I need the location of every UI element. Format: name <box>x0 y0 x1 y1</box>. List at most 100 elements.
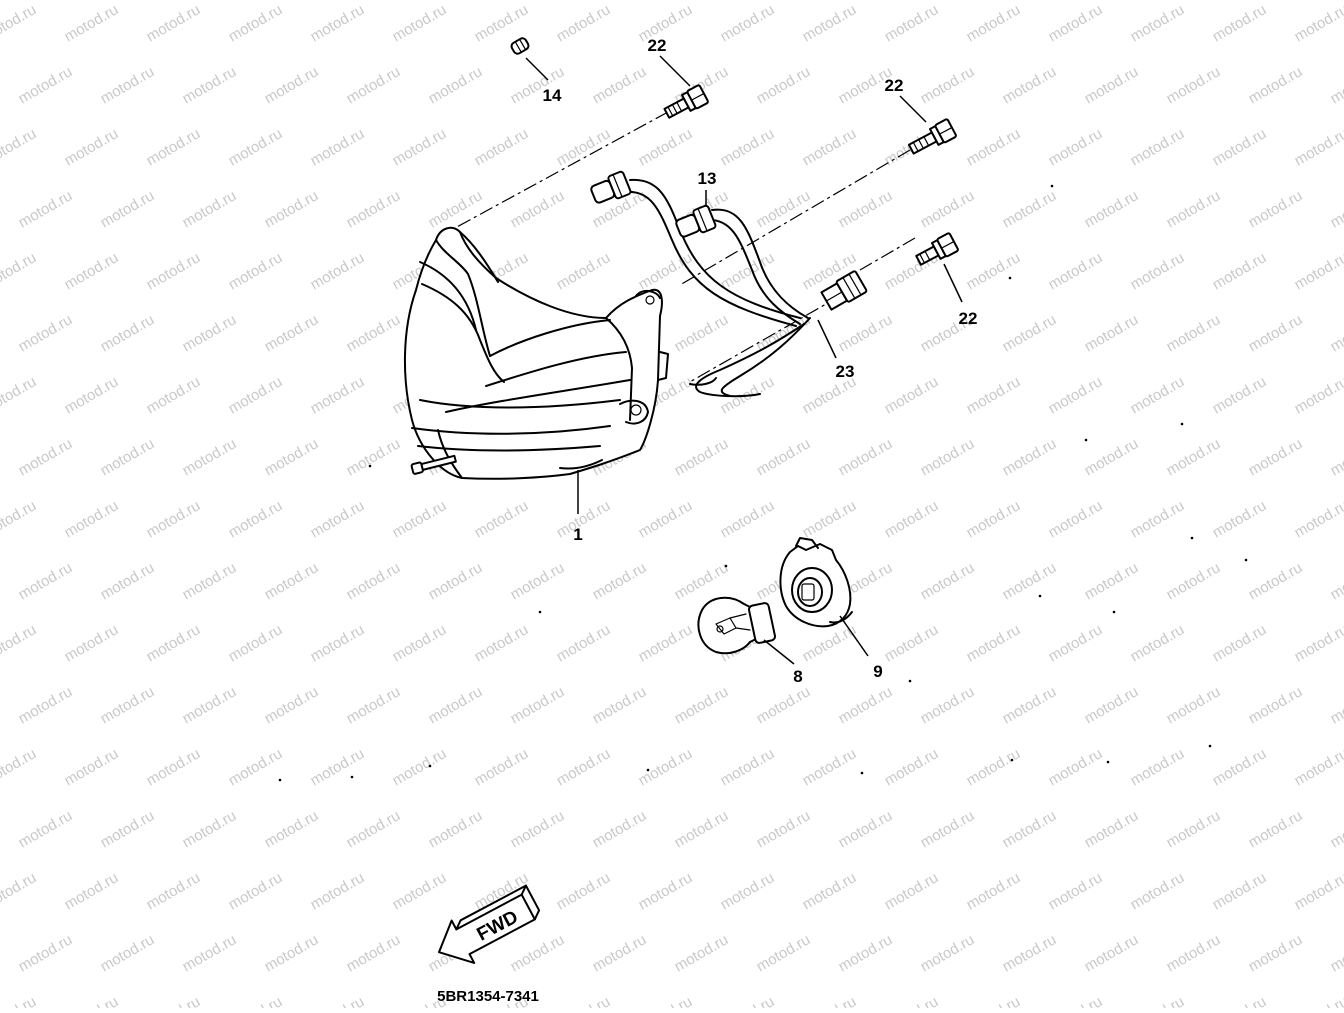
watermark-text: motod.ru <box>1164 931 1224 975</box>
bulb-socket <box>780 538 852 626</box>
watermark-text: motod.ru <box>918 187 978 231</box>
watermark-text: motod.ru <box>262 807 322 851</box>
watermark-text: motod.ru <box>1000 187 1060 231</box>
watermark-text: motod.ru <box>1164 435 1224 479</box>
watermark-text: motod.ru <box>144 373 204 417</box>
socket-right <box>674 205 716 241</box>
watermark-text: motod.ru <box>98 683 158 727</box>
watermark-text: motod.ru <box>836 187 896 231</box>
watermark-text: motod.ru <box>918 435 978 479</box>
watermark-text: motod.ru <box>1128 869 1188 913</box>
watermark-text: motod.ru <box>1246 683 1306 727</box>
watermark-text: motod.ru <box>1246 559 1306 603</box>
watermark-text: motod.ru <box>1000 683 1060 727</box>
watermark-text: motod.ru <box>1164 63 1224 107</box>
watermark-text: motod.ru <box>344 311 404 355</box>
watermark-text: motod.ru <box>1000 311 1060 355</box>
watermark-text: motod.ru <box>754 683 814 727</box>
watermark-text: motod.ru <box>718 745 778 789</box>
watermark-text: motod.ru <box>718 125 778 169</box>
watermark-text: motod.ru <box>718 497 778 541</box>
watermark-text: motod.ru <box>554 745 614 789</box>
watermark-text: motod.ru <box>1000 435 1060 479</box>
watermark-text: motod.ru <box>144 621 204 665</box>
watermark-text: motod.ru <box>390 1 450 45</box>
watermark-text: motod.ru <box>1210 373 1270 417</box>
watermark-text: motod.ru <box>918 63 978 107</box>
headlight-assembly <box>405 228 668 479</box>
watermark-text: motod.ru <box>1000 63 1060 107</box>
watermark-text: motod.ru <box>1328 683 1344 727</box>
watermark-text: motod.ru <box>882 373 942 417</box>
watermark-text: motod.ru <box>1082 559 1142 603</box>
bulb-small <box>510 37 530 55</box>
watermark-text: motod.ru <box>836 683 896 727</box>
watermark-text: motod.ru <box>918 931 978 975</box>
watermark-text: motod.ru <box>918 807 978 851</box>
watermark-text: motod.ru <box>1210 125 1270 169</box>
watermark-text: motod.ru <box>836 931 896 975</box>
watermark-text: motod.ru <box>964 1 1024 45</box>
watermark-text: motod.ru <box>1328 559 1344 603</box>
watermark-text: motod.ru <box>426 63 486 107</box>
watermark-text: motod.ru <box>16 683 76 727</box>
watermark-text: motod.ru <box>882 745 942 789</box>
watermark-text: motod.ru <box>1082 63 1142 107</box>
watermark-text: motod.ru <box>1128 125 1188 169</box>
watermark-text: motod.ru <box>508 807 568 851</box>
watermark-text: motod.ru <box>144 869 204 913</box>
watermark-text: motod.ru <box>98 559 158 603</box>
watermark-text: motod.ru <box>180 807 240 851</box>
watermark-text: motod.ru <box>226 745 286 789</box>
watermark-text: motod.ru <box>800 993 860 1008</box>
watermark-text: motod.ru <box>0 373 39 417</box>
watermark-text: motod.ru <box>226 125 286 169</box>
watermark-text: motod.ru <box>1082 931 1142 975</box>
watermark-text: motod.ru <box>1292 993 1344 1008</box>
watermark-text: motod.ru <box>0 497 39 541</box>
watermark-text: motod.ru <box>1328 311 1344 355</box>
watermark-text: motod.ru <box>1210 993 1270 1008</box>
watermark-text: motod.ru <box>754 435 814 479</box>
watermark-text: motod.ru <box>226 869 286 913</box>
watermark-text: motod.ru <box>636 249 696 293</box>
watermark-text: motod.ru <box>1292 125 1344 169</box>
watermark-text: motod.ru <box>1128 1 1188 45</box>
watermark-text: motod.ru <box>144 497 204 541</box>
watermark-text: motod.ru <box>636 869 696 913</box>
watermark-text: motod.ru <box>344 559 404 603</box>
watermark-text: motod.ru <box>308 869 368 913</box>
watermark-text: motod.ru <box>964 621 1024 665</box>
watermark-text: motod.ru <box>62 993 122 1008</box>
watermark-text: motod.ru <box>226 621 286 665</box>
watermark-text: motod.ru <box>718 993 778 1008</box>
watermark-text: motod.ru <box>16 63 76 107</box>
watermark-text: motod.ru <box>590 807 650 851</box>
watermark-text: motod.ru <box>1000 807 1060 851</box>
watermark-text: motod.ru <box>1292 497 1344 541</box>
watermark-text: motod.ru <box>882 869 942 913</box>
watermark-text: motod.ru <box>180 311 240 355</box>
watermark-text: motod.ru <box>590 683 650 727</box>
watermark-text: motod.ru <box>472 125 532 169</box>
watermark-text: motod.ru <box>800 497 860 541</box>
watermark-text: motod.ru <box>226 249 286 293</box>
watermark-text: motod.ru <box>672 435 732 479</box>
watermark-text: motod.ru <box>180 63 240 107</box>
watermark-text: motod.ru <box>718 249 778 293</box>
watermark-text: motod.ru <box>918 683 978 727</box>
watermark-text: motod.ru <box>1082 311 1142 355</box>
watermark-text: motod.ru <box>1328 807 1344 851</box>
watermark-text: motod.ru <box>554 249 614 293</box>
watermark-text: motod.ru <box>1246 187 1306 231</box>
watermark-text: motod.ru <box>16 559 76 603</box>
watermark-text: motod.ru <box>964 249 1024 293</box>
watermark-text: motod.ru <box>800 621 860 665</box>
watermark-text: motod.ru <box>16 311 76 355</box>
watermark-text: motod.ru <box>262 559 322 603</box>
callout-8: 8 <box>793 667 802 686</box>
watermark-text: motod.ru <box>144 745 204 789</box>
watermark-text: motod.ru <box>1292 621 1344 665</box>
